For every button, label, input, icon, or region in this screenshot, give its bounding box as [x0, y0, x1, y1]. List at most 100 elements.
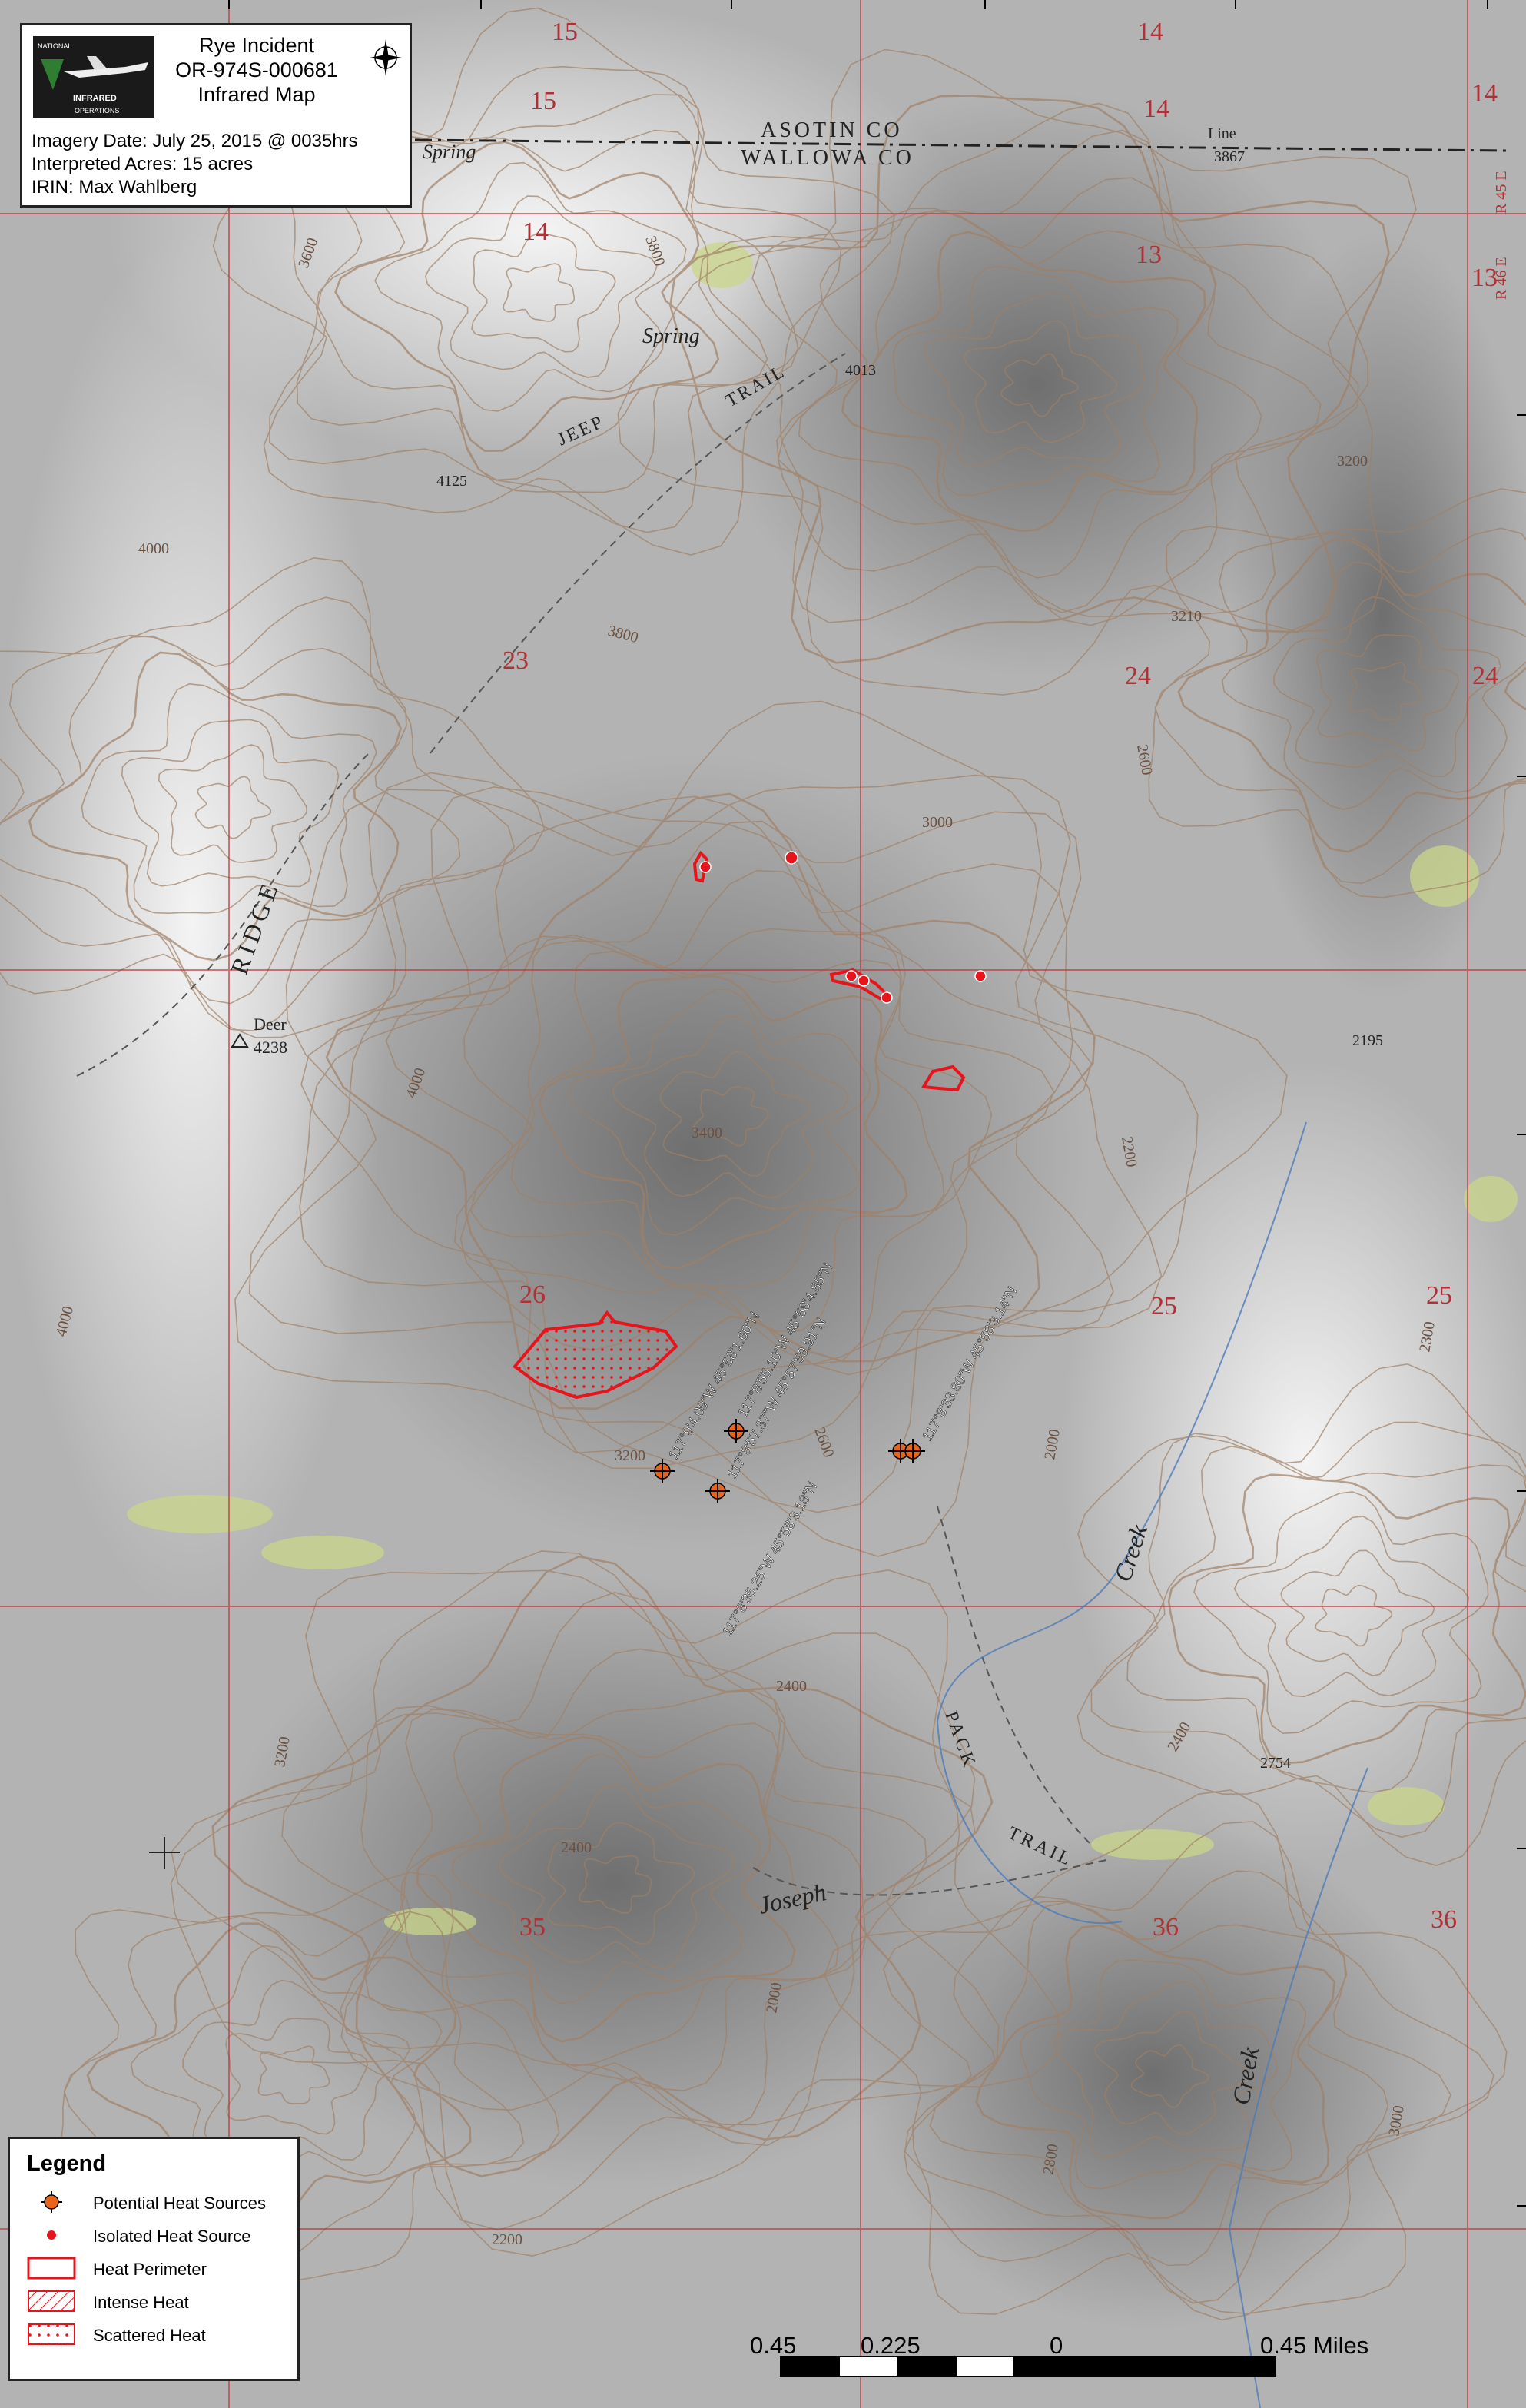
contour-line [211, 1555, 994, 2177]
contour-line [416, 1735, 796, 2043]
scale-label: 0.45 [750, 2332, 797, 2359]
contour-line [1167, 1473, 1526, 1765]
elevation-label: 4238 [254, 1038, 287, 1057]
title-block: NATIONAL INFRARED OPERATIONS Rye Inciden… [20, 23, 412, 208]
agency-logo: NATIONAL INFRARED OPERATIONS [33, 36, 154, 118]
contour-line [425, 195, 658, 378]
trails [76, 353, 1107, 1896]
legend-item-isolated-heat-source: Isolated Heat Source [27, 2222, 297, 2255]
contour-line [281, 1592, 976, 2147]
legend-item-potential-heat-sources: Potential Heat Sources [27, 2189, 297, 2222]
contour-line [1221, 561, 1526, 810]
contour-line [374, 161, 687, 412]
potential-heat-source-marker [705, 1479, 730, 1503]
legend: Legend Potential Heat Sources Isolated H… [8, 2137, 300, 2381]
heat-perimeter-small [921, 1065, 966, 1092]
contour-line [1148, 488, 1526, 898]
scale-label: 0.225 [861, 2332, 921, 2359]
contour-line [194, 776, 272, 839]
incident-number: OR-974S-000681 [175, 58, 338, 81]
contour-line [1233, 1515, 1470, 1698]
elevation-label: 2754 [1260, 1755, 1291, 1772]
range-label: R 46 E [1493, 257, 1510, 300]
scale-label: 0 [1050, 2332, 1063, 2359]
section-label: 13 [1471, 264, 1498, 292]
summit-triangle-icon [231, 1033, 249, 1048]
contour-line [568, 988, 871, 1237]
contour-line [824, 1789, 1508, 2315]
title-lines: Rye Incident OR-974S-000681 Infrared Map [161, 33, 353, 107]
contour-line [1316, 634, 1460, 752]
elevation-label: 2400 [561, 1839, 592, 1856]
section-label: 26 [519, 1280, 546, 1309]
contour-line [451, 1753, 761, 2004]
interpreted-acres: Interpreted Acres: 15 acres [32, 154, 254, 174]
contour-line [296, 94, 799, 493]
contour-line [510, 950, 945, 1289]
contour-line [469, 928, 993, 1333]
section-label: 25 [1151, 1292, 1177, 1320]
elevation-label: 3400 [692, 1124, 722, 1141]
outline-box-icon [27, 2257, 76, 2280]
contour-line [0, 556, 546, 1038]
contour-line [892, 265, 1179, 497]
contour-line [1020, 1959, 1307, 2190]
contour-line [453, 869, 1055, 1365]
contour-line [182, 1979, 410, 2161]
elevation-label: 2195 [1352, 1032, 1383, 1049]
section-label: 24 [1472, 662, 1498, 690]
contour-line [57, 1872, 560, 2282]
contour-line [929, 1901, 1389, 2267]
contour-line [121, 719, 340, 888]
elevation-label: 3210 [1171, 608, 1202, 625]
elevation-label: 4013 [845, 362, 876, 379]
legend-label: Isolated Heat Source [93, 2227, 251, 2246]
legend-label: Scattered Heat [93, 2326, 206, 2345]
streams [936, 1121, 1368, 2408]
contour-line [1090, 1421, 1526, 1838]
elevation-label: 3200 [1337, 453, 1368, 470]
elevation-label: 3867 [1214, 148, 1245, 165]
contour-line [579, 1855, 652, 1915]
elevation-label: 2200 [492, 2231, 522, 2248]
contour-line [751, 129, 1359, 626]
contour-line [612, 1015, 850, 1199]
county-label-south: WALLOWA CO [741, 146, 914, 170]
contour-line [669, 95, 1390, 664]
place-label: Deer [254, 1015, 287, 1034]
hatched-box-icon [28, 2290, 75, 2312]
county-label-north: ASOTIN CO [761, 118, 903, 142]
contour-line [964, 320, 1118, 443]
contour-line [904, 1870, 1451, 2304]
crosshair-dot-icon [41, 2191, 62, 2213]
contour-line [1315, 1584, 1393, 1647]
contour-line [0, 635, 461, 1005]
imagery-date: Imagery Date: July 25, 2015 @ 0035hrs [32, 131, 358, 151]
elevation-label: 3000 [922, 814, 953, 831]
section-label: 14 [1143, 95, 1169, 123]
imagery-meta: Imagery Date: July 25, 2015 @ 0035hrs In… [32, 130, 358, 199]
contour-line [841, 231, 1206, 533]
contour-line [315, 129, 768, 481]
legend-item-scattered-heat: Scattered Heat [27, 2321, 297, 2354]
scale-bar [780, 2356, 1276, 2377]
contour-line [257, 2045, 330, 2104]
section-label: 14 [1471, 79, 1498, 108]
contour-line [1076, 1363, 1526, 1866]
section-label: 15 [552, 18, 578, 46]
range-label: R 45 E [1493, 171, 1510, 214]
contour-line [234, 700, 1288, 1557]
contour-line [1154, 527, 1526, 885]
contour-line [170, 1569, 1062, 2257]
heat-perimeters [513, 850, 966, 1400]
dot-icon [47, 2230, 56, 2240]
contour-line [698, 102, 1369, 623]
map-type: Infrared Map [197, 83, 316, 106]
contour-line [1000, 353, 1080, 417]
section-label: 23 [503, 646, 529, 675]
compass-rose-icon [370, 39, 402, 76]
frame-ticks [228, 0, 1526, 2207]
elevation-label: 3200 [615, 1447, 645, 1464]
